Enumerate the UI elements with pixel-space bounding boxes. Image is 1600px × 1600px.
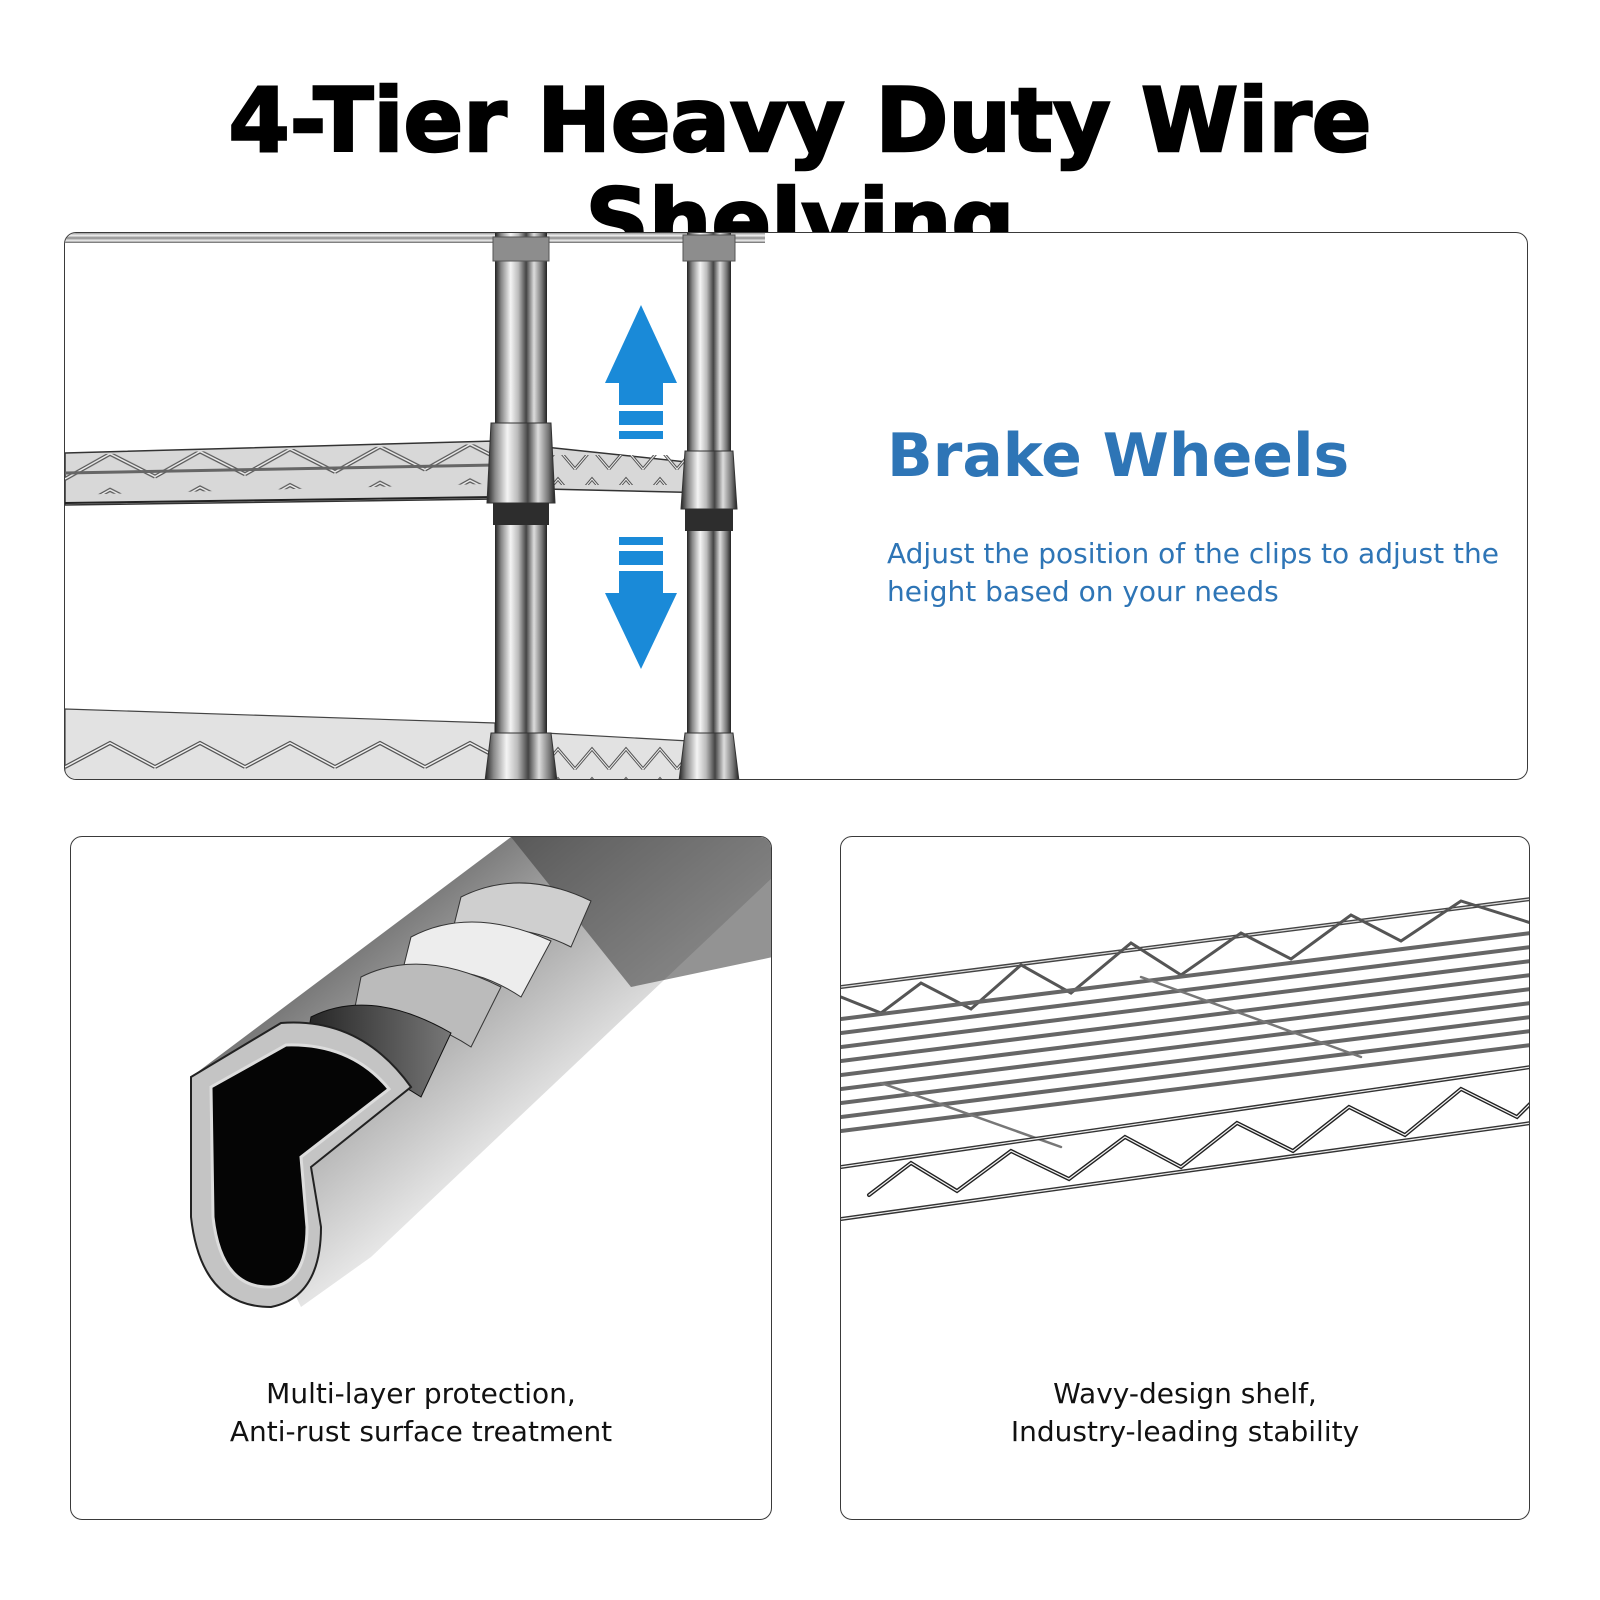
tube-cross-section-illustration [190, 837, 771, 1309]
caption-line-2: Industry-leading stability [1010, 1415, 1360, 1448]
feature-title: Brake Wheels [887, 421, 1350, 491]
caption-line-1: Wavy-design shelf, [1053, 1377, 1317, 1410]
left-post [484, 233, 558, 779]
caption-line-1: Multi-layer protection, [266, 1377, 576, 1410]
wavy-shelf-caption: Wavy-design shelf, Industry-leading stab… [841, 1375, 1529, 1451]
anti-rust-panel: Multi-layer protection, Anti-rust surfac… [70, 836, 772, 1520]
anti-rust-caption: Multi-layer protection, Anti-rust surfac… [71, 1375, 771, 1451]
feature-description: Adjust the position of the clips to adju… [887, 537, 1499, 608]
right-post [678, 233, 740, 779]
wavy-shelf-illustration [841, 897, 1529, 1221]
bottom-shelf [65, 708, 726, 779]
brake-wheels-panel: Brake Wheels Adjust the position of the … [64, 232, 1528, 780]
middle-shelf-left [65, 440, 496, 506]
arrow-up-icon [605, 305, 677, 439]
shelf-post-illustration [65, 233, 765, 779]
page-title: 4-Tier Heavy Duty Wire Shelving [227, 69, 1372, 274]
caption-line-2: Anti-rust surface treatment [229, 1415, 613, 1448]
wavy-shelf-panel: Wavy-design shelf, Industry-leading stab… [840, 836, 1530, 1520]
arrow-down-icon [605, 537, 677, 669]
